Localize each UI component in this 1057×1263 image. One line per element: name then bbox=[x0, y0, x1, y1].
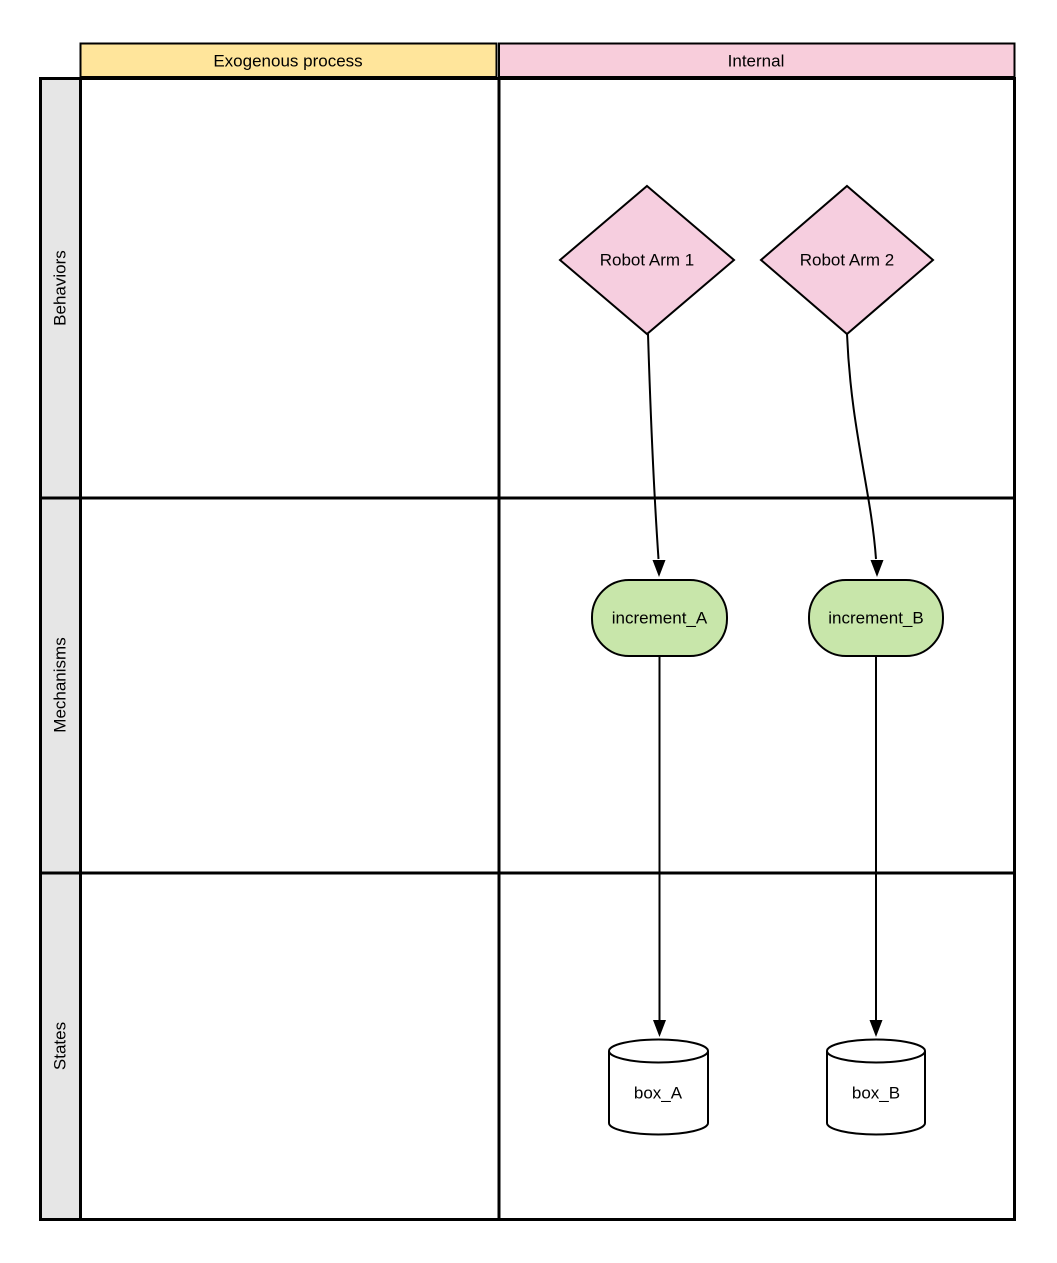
cylinder-body bbox=[826, 1051, 926, 1136]
rounded-rect-shape bbox=[808, 579, 944, 657]
cylinder-top bbox=[608, 1038, 709, 1064]
header-label-exogenous: Exogenous process bbox=[213, 52, 362, 71]
node-label: box_A bbox=[634, 1084, 683, 1103]
node-label: Robot Arm 2 bbox=[800, 251, 895, 270]
table-grid bbox=[39, 77, 1016, 1221]
node-increment-b: increment_B bbox=[808, 579, 944, 657]
row-label-mechanisms: Mechanisms bbox=[51, 637, 70, 732]
arrowhead-icon bbox=[653, 1020, 666, 1037]
header-label-internal: Internal bbox=[728, 52, 785, 71]
node-label: increment_B bbox=[828, 609, 923, 628]
node-increment-a: increment_A bbox=[591, 579, 728, 657]
node-label: Robot Arm 1 bbox=[600, 251, 695, 270]
node-label: box_B bbox=[852, 1084, 900, 1103]
header-row: Exogenous process Internal bbox=[79, 42, 1016, 78]
node-box-a: box_A bbox=[608, 1038, 709, 1136]
node-box-b: box_B bbox=[826, 1038, 926, 1136]
diamond-shape bbox=[558, 184, 736, 336]
cylinder-top bbox=[826, 1038, 926, 1064]
row-label-behaviors: Behaviors bbox=[51, 250, 70, 326]
edges bbox=[647, 333, 884, 1037]
row-label-cell-states bbox=[41, 873, 80, 1219]
edge-robotarm1-incrementA bbox=[647, 333, 666, 577]
arrowhead-icon bbox=[869, 1020, 883, 1037]
node-robot-arm-1: Robot Arm 1 bbox=[558, 184, 736, 336]
arrowhead-icon bbox=[652, 560, 666, 577]
rounded-rect-shape bbox=[591, 579, 728, 657]
node-label: increment_A bbox=[612, 609, 708, 628]
edge-incrementA-boxA bbox=[653, 656, 666, 1037]
row-label-cell-behaviors bbox=[41, 79, 80, 498]
table-outer-border bbox=[39, 77, 1016, 1221]
row-label-column: Behaviors Mechanisms States bbox=[41, 79, 80, 1219]
edge-incrementB-boxB bbox=[869, 656, 883, 1037]
arrowhead-icon bbox=[870, 560, 884, 577]
node-robot-arm-2: Robot Arm 2 bbox=[759, 184, 935, 336]
cylinder-body bbox=[608, 1051, 709, 1136]
header-cell-exogenous bbox=[79, 42, 498, 78]
header-cell-internal bbox=[498, 42, 1016, 78]
row-label-states: States bbox=[51, 1022, 70, 1070]
edge-line bbox=[647, 333, 660, 560]
diamond-shape bbox=[759, 184, 935, 336]
row-label-cell-mechanisms bbox=[41, 498, 80, 873]
edge-line bbox=[846, 333, 877, 560]
edge-robotarm2-incrementB bbox=[846, 333, 884, 577]
